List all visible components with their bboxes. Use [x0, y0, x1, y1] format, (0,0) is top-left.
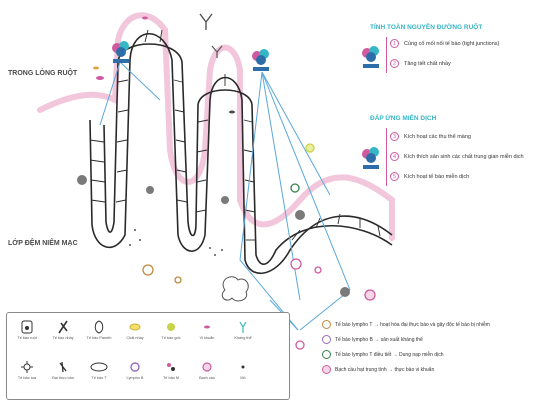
- list-item: Bạch cầu hạt trung tính → thực bào vi kh…: [322, 365, 532, 374]
- legend-item: Đại thực bào: [43, 359, 83, 380]
- legend-item: Tế bào M: [151, 359, 191, 380]
- list-item: 1 Củng cố mối nối tế bào (tight junction…: [390, 39, 499, 48]
- legend-item: Tế bào tua: [7, 359, 47, 380]
- tissue-icon: [236, 359, 250, 375]
- legend-item: Mô: [223, 359, 263, 380]
- legend-item: Tế bào Paneth: [79, 319, 119, 340]
- legend-item: Tế bào nhầy: [43, 319, 83, 340]
- list-item: Tế bào lympho B → sản xuất kháng thể: [322, 335, 532, 344]
- probiotic-logo-icon: [360, 45, 382, 71]
- list-item: 2 Tăng tiết chất nhầy: [390, 59, 451, 68]
- probiotic-logo-icon: [110, 40, 132, 66]
- number-badge: 3: [390, 132, 399, 141]
- list-item: Tế bào lympho T → hoạt hóa đại thực bào …: [322, 320, 532, 329]
- legend-box: Tế bào ruột Tế bào nhầy Tế bào Paneth Ch…: [6, 312, 290, 400]
- legend-item: Lympho B: [115, 359, 155, 380]
- neutrophil-badge-icon: [322, 365, 331, 374]
- leukocyte-icon: [200, 359, 214, 375]
- lamina-label: LỚP ĐỆM NIÊM MẠC: [8, 240, 78, 247]
- b-cell-badge-icon: [322, 335, 331, 344]
- bacteria-icon: [200, 319, 214, 335]
- dendritic-cell-icon: [20, 359, 34, 375]
- legend-item: Tế bào gốc: [151, 319, 191, 340]
- paneth-cell-icon: [92, 319, 106, 335]
- list-item: 4 Kích thích sản sinh các chất trung gia…: [390, 152, 524, 161]
- list-item: 3 Kích hoạt các thụ thể màng: [390, 132, 471, 141]
- macrophage-icon: [56, 359, 70, 375]
- number-badge: 4: [390, 152, 399, 161]
- macrophage: [222, 277, 248, 301]
- list-item: Tế bào lympho T điều tiết → Dung nạp miễ…: [322, 350, 532, 359]
- probiotic-logo-icon: [360, 146, 382, 172]
- number-badge: 5: [390, 172, 399, 181]
- epithelium-inner: [104, 44, 392, 264]
- b-cell-icon: [128, 359, 142, 375]
- legend-item: Chất nhầy: [115, 319, 155, 340]
- number-badge: 1: [390, 39, 399, 48]
- legend-item: Kháng thể: [223, 319, 263, 340]
- legend-item: Tế bào ruột: [7, 319, 47, 340]
- legend-item: Bạch cầu: [187, 359, 227, 380]
- goblet-cell-icon: [56, 319, 70, 335]
- section2-title: ĐÁP ỨNG MIỄN DỊCH: [370, 115, 532, 122]
- t-cell-icon: [89, 359, 109, 375]
- antibody-icon: [236, 319, 250, 335]
- section1-title: TÍNH TOÀN NGUYÊN ĐƯỜNG RUỘT: [370, 24, 532, 31]
- number-badge: 2: [390, 59, 399, 68]
- list-item: 5 Kích hoạt tế bào miễn dịch: [390, 172, 469, 181]
- cell-type-list: Tế bào lympho T → hoạt hóa đại thực bào …: [322, 320, 532, 374]
- probiotic-logo-icon: [250, 48, 272, 74]
- mucus-layer: [40, 15, 392, 238]
- stem-cell-icon: [164, 319, 178, 335]
- enterocyte-icon: [20, 319, 34, 335]
- lumen-label: TRONG LÒNG RUỘT: [8, 70, 77, 77]
- mucus-icon: [128, 319, 142, 335]
- right-panel: TÍNH TOÀN NGUYÊN ĐƯỜNG RUỘT 1 Củng cố mố…: [360, 24, 532, 188]
- t-cell-badge-icon: [322, 320, 331, 329]
- legend-item: Vi khuẩn: [187, 319, 227, 340]
- legend-item: Tế bào T: [79, 359, 119, 380]
- treg-cell-badge-icon: [322, 350, 331, 359]
- m-cell-icon: [164, 359, 178, 375]
